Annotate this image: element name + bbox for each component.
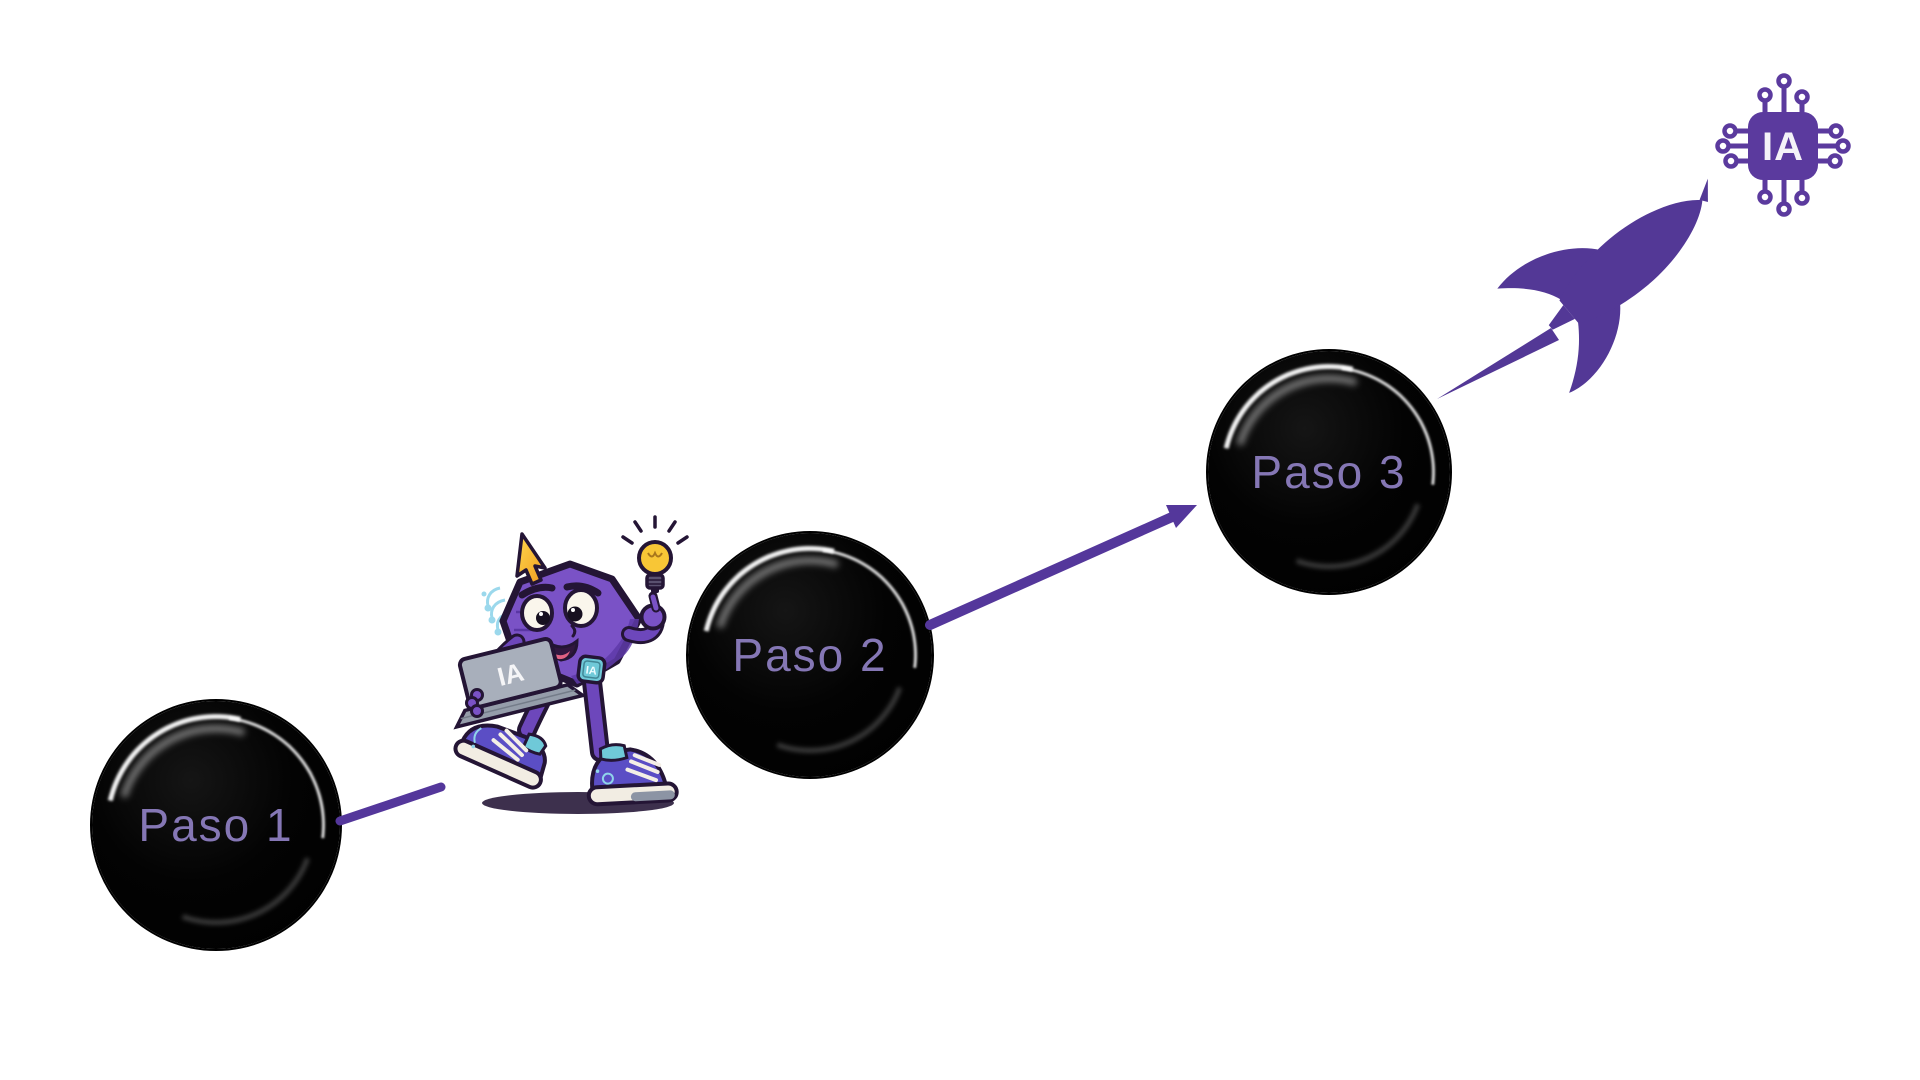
cursor-arrow-icon (515, 532, 547, 586)
chip-pins-top (1757, 73, 1810, 114)
step-3-circle[interactable]: Paso 3 (1180, 323, 1478, 621)
step-2-label: Paso 2 (732, 629, 888, 681)
mascot-left-leg (453, 668, 562, 790)
left-eyebrow (518, 583, 556, 599)
bulb-rays (621, 515, 689, 545)
mascot-body (499, 560, 643, 688)
mascot-right-shoe (586, 743, 679, 807)
chip-pins-bottom (1757, 178, 1810, 217)
mouth (543, 637, 579, 662)
circuit-antenna-icon (481, 586, 511, 636)
rocket-body (1497, 178, 1708, 393)
ai-robot-mascot: IA IA (453, 515, 689, 814)
mascot-right-arm (471, 633, 526, 701)
right-eye (563, 588, 599, 628)
laptop-icon: IA (453, 636, 587, 730)
rocket-trail (1437, 328, 1559, 399)
ia-chip-icon: IA (1715, 73, 1851, 217)
arrow-shaft (925, 512, 1177, 630)
arrowhead-icon (1166, 505, 1197, 528)
mascot-hand (465, 688, 484, 718)
nose (570, 624, 577, 638)
connector-step2-step3 (925, 505, 1197, 630)
mascot-face (518, 582, 602, 662)
laptop-label: IA (494, 657, 527, 692)
mascot-chip-badge: IA (576, 654, 607, 685)
right-eyebrow (563, 582, 602, 597)
connector-step1-step2 (335, 782, 446, 826)
step-1-label: Paso 1 (138, 799, 294, 851)
left-eye (520, 594, 554, 632)
chip-body (1748, 112, 1818, 180)
badge-label: IA (585, 664, 597, 677)
mascot-left-shoe (453, 723, 548, 790)
lightbulb-icon (621, 515, 689, 593)
step-1-circle[interactable]: Paso 1 (62, 671, 370, 979)
rocket-icon (1437, 178, 1708, 399)
step-2-circle[interactable]: Paso 2 (659, 504, 961, 806)
chip-pins-left (1715, 123, 1750, 169)
mascot-right-leg (582, 672, 679, 807)
mascot-left-arm (621, 591, 667, 645)
tongue (552, 651, 570, 660)
chip-label: IA (1762, 125, 1804, 169)
step-3-label: Paso 3 (1251, 446, 1407, 498)
chip-pins-right (1816, 123, 1851, 169)
mascot-shadow (482, 792, 674, 814)
